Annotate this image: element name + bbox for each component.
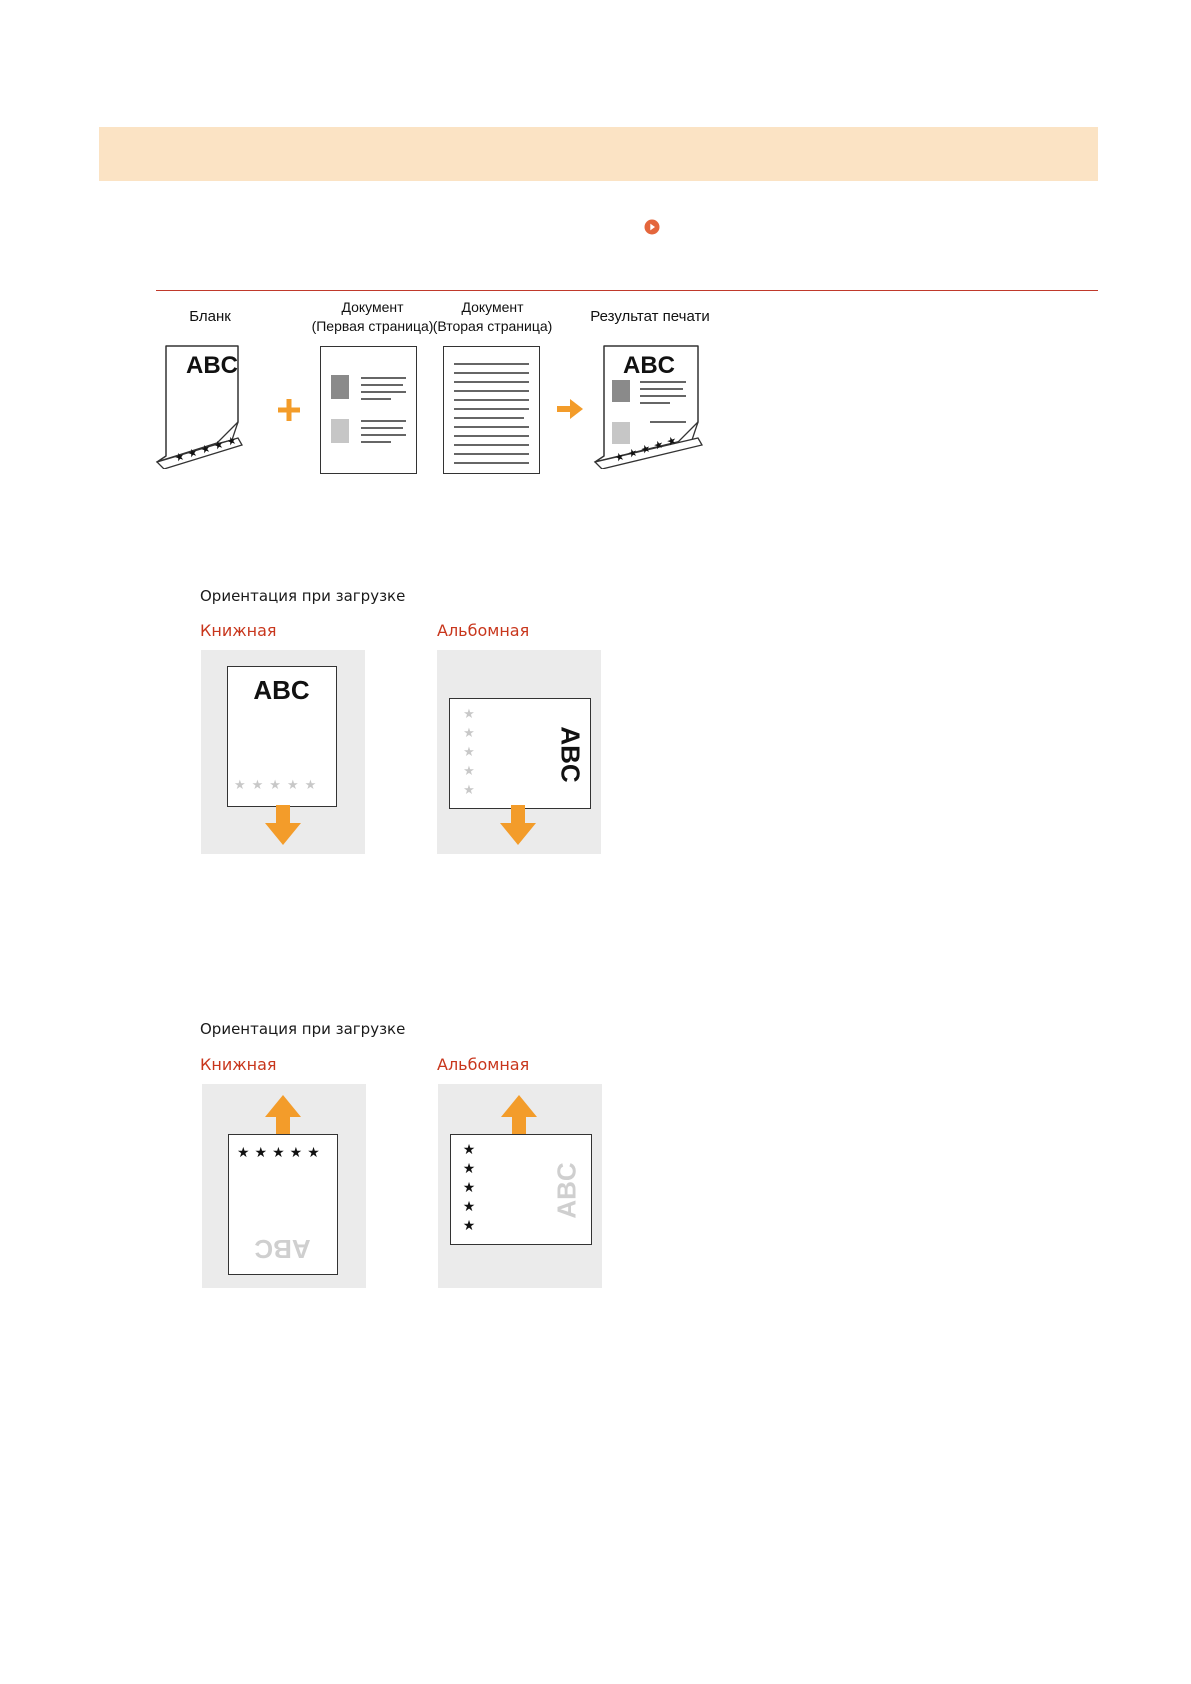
section-divider [156,290,1098,291]
svg-text:★: ★ [199,441,213,456]
paper-landscape: ★★★★★ ABC [449,698,591,809]
portrait-loading-panel: ABC ★★★★★ [201,650,365,854]
letterhead-stars: ★★★★★ [463,707,475,798]
document-page-2 [443,346,540,474]
svg-text:★: ★ [626,445,640,460]
svg-text:★: ★ [613,449,627,464]
svg-text:★: ★ [225,433,239,448]
arrow-down-icon [500,805,536,845]
paper-text: ABC [551,1162,582,1219]
landscape-loading-panel: ★★★★★ ABC [438,1084,602,1288]
plus-icon [278,399,300,421]
label-doc-page1: Документ (Первая страница) [311,299,434,334]
orientation-title: Ориентация при загрузке [200,587,406,605]
paper-portrait: ★★★★★ ABC [228,1134,338,1275]
svg-text:★: ★ [173,449,187,464]
landscape-label: Альбомная [437,621,530,640]
section-banner [99,127,1098,181]
label-print-result: Результат печати [590,308,710,325]
label-blank: Бланк [189,308,231,325]
svg-text:★: ★ [212,437,226,452]
landscape-loading-panel: ★★★★★ ABC [437,650,601,854]
svg-text:★: ★ [186,445,200,460]
paper-text: ABC [186,352,238,379]
portrait-label: Книжная [200,621,277,640]
blank-letterhead-paper: ★ ★ ★ ★ ★ ABC [152,344,272,469]
svg-text:★: ★ [665,433,679,448]
portrait-loading-panel: ★★★★★ ABC [202,1084,366,1288]
label-doc-page2: Документ (Вторая страница) [432,299,553,334]
paper-text: ABC [623,352,675,379]
arrow-right-icon [557,399,583,419]
portrait-label: Книжная [200,1055,277,1074]
paper-text: ABC [254,1234,311,1264]
circle-arrow-right-icon[interactable] [644,219,660,235]
arrow-up-icon [501,1095,537,1135]
paper-text: ABC [253,675,310,705]
letterhead-stars: ★★★★★ [234,778,323,793]
arrow-down-icon [265,805,301,845]
orientation-title: Ориентация при загрузке [200,1020,406,1038]
arrow-up-icon [265,1095,301,1135]
letterhead-stars: ★★★★★ [237,1145,325,1161]
paper-landscape: ★★★★★ ABC [450,1134,592,1245]
paper-text: ABC [555,726,586,783]
svg-text:★: ★ [652,437,666,452]
svg-text:★: ★ [639,441,653,456]
landscape-label: Альбомная [437,1055,530,1074]
letterhead-stars: ★★★★★ [462,1142,476,1234]
print-result-paper: ★ ★ ★ ★ ★ ABC [590,344,710,469]
document-page-1 [320,346,417,474]
paper-portrait: ABC ★★★★★ [227,666,337,807]
